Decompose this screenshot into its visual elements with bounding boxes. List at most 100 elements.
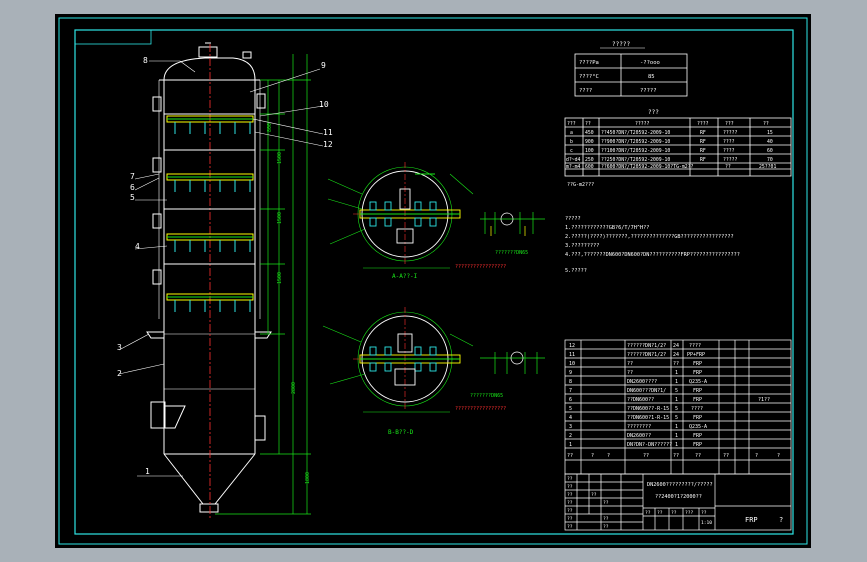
nozzle-header-3: ????? xyxy=(635,121,650,127)
nozzle-r4-std: ??250?DN?/T20592-2009-10 xyxy=(601,157,670,163)
part-label-8: 8 xyxy=(143,56,148,65)
part-r3-mat: Q235-A xyxy=(689,424,707,430)
section-a-dims xyxy=(327,173,474,269)
tb-scale-cell-2: ?? xyxy=(657,510,663,516)
part-r7-qty: 5 xyxy=(675,388,678,394)
note-line-3: 3.????????? xyxy=(565,243,599,249)
part-r10-mat: FRP xyxy=(693,361,702,367)
nozzle-r2-mark: b xyxy=(570,139,573,145)
nozzle-table-title: ??? xyxy=(648,109,659,116)
design-row-2-value: 85 xyxy=(648,74,655,80)
leader-lines xyxy=(118,60,324,477)
nozzle-r5-std: ??600?DN?/T20592-2009-10?TG-m2?? xyxy=(601,164,694,170)
nozzle-table: ??? ??? ?? ????? ???? ??? ?? a 450 ??450… xyxy=(564,109,792,188)
detail-a xyxy=(480,212,545,236)
tb-label-10: ?? xyxy=(567,524,573,530)
notes-title: ????? xyxy=(565,216,581,222)
part-r8-qty: 1 xyxy=(675,379,678,385)
tb-scale-cell-3: ?? xyxy=(671,510,677,516)
part-r6-no: 6 xyxy=(569,397,572,403)
part-r7-name: DN600???DN?1/ xyxy=(627,388,666,394)
drain-nozzle xyxy=(199,503,219,513)
design-row-3-value: ????? xyxy=(640,88,657,94)
design-row-3-label: ???? xyxy=(579,88,592,94)
nozzle-r5-dn: 600 xyxy=(585,164,594,170)
nozzle-r3-face: RF xyxy=(700,148,706,154)
tb-label-8: ?? xyxy=(567,516,573,522)
part-r4-name: ??DN600?1-R-15 xyxy=(627,415,669,421)
note-line-1: 1.????????????GB?6/T/7H^H?? xyxy=(565,225,649,231)
tb-label-6: ?? xyxy=(603,500,609,506)
part-r5-name: ??DN600??-R-15 xyxy=(627,406,669,412)
nozzle-r4-face: RF xyxy=(700,157,706,163)
part-label-3: 3 xyxy=(117,343,122,352)
section-b-sub: ????????????????? xyxy=(455,406,506,412)
tb-label-7: ?? xyxy=(567,508,573,514)
tb-label-4: ?? xyxy=(591,492,597,498)
part-label-11: 11 xyxy=(323,128,333,137)
parts-header-1: ?? xyxy=(567,453,573,459)
outer-frame xyxy=(58,17,808,545)
part-r11-qty: 24 xyxy=(673,352,679,358)
part-r6-mat: FRP xyxy=(693,397,702,403)
tb-ratio: 1:10 xyxy=(701,520,712,526)
cad-viewport[interactable]: 1500 1500 1500 2800 1800 800 8 9 10 11 1… xyxy=(55,14,811,548)
nozzle-r2-use: ???? xyxy=(723,139,735,145)
part-label-2: 2 xyxy=(117,369,122,378)
bottom-cone xyxy=(163,453,256,505)
part-r11-mat: PP+FRP xyxy=(687,352,705,358)
parts-list: 12 ??????DN?1/2? 24 ???? 11 ??????DN?1/2… xyxy=(564,339,792,475)
section-b-note: ???????DN65 xyxy=(470,393,503,399)
design-row-1-label: ????Pa xyxy=(579,60,599,66)
note-line-5: 5.????? xyxy=(565,268,587,274)
parts-header-9: ? xyxy=(777,453,780,459)
part-r1-qty: 1 xyxy=(675,442,678,448)
drawing-canvas[interactable]: 1500 1500 1500 2800 1800 800 8 9 10 11 1… xyxy=(55,14,811,548)
section-a-label: A-A??-I xyxy=(392,273,418,280)
section-b-label: B-B??-D xyxy=(388,429,414,436)
part-r9-mat: FRP xyxy=(693,370,702,376)
parts-header-7: ?? xyxy=(723,453,729,459)
svg-text:1500: 1500 xyxy=(277,152,283,164)
svg-text:1800: 1800 xyxy=(305,472,311,484)
design-table-title: ????? xyxy=(612,41,630,48)
nozzle-table-footnote: ??G-m2??? xyxy=(567,182,594,188)
elevation-dimensions xyxy=(215,54,311,515)
parts-header-2: ? xyxy=(591,453,594,459)
nozzle-header-1: ??? xyxy=(567,121,576,127)
nozzle-header-6: ?? xyxy=(763,121,769,127)
note-line-4: 4.???,???????DN600?DN600?DN??????????FRP… xyxy=(565,252,740,258)
tb-sheet: ? xyxy=(779,516,783,524)
nozzle-r4-mark: d?~d4 xyxy=(566,157,581,163)
part-r4-mat: FRP xyxy=(693,415,702,421)
part-r10-name: ?? xyxy=(627,361,633,367)
vessel-elevation xyxy=(146,42,272,519)
part-r6-name: ??DN600?? xyxy=(627,397,654,403)
part-r2-name: DN2600?? xyxy=(627,433,651,439)
part-r5-no: 5 xyxy=(569,406,572,412)
part-r8-mat: Q235-A xyxy=(689,379,707,385)
nozzle-r1-face: RF xyxy=(700,130,706,136)
nozzle-r2-qty: 40 xyxy=(767,139,773,145)
spray-level-4 xyxy=(164,263,255,312)
part-r6-remark: ?1?? xyxy=(758,397,770,403)
part-r11-name: ??????DN?1/2? xyxy=(627,352,666,358)
part-label-1: 1 xyxy=(145,467,150,476)
tb-scale-cell-5: ?? xyxy=(701,510,707,516)
nozzle-r5-qty: 25??01 xyxy=(759,164,776,170)
nozzle-header-4: ???? xyxy=(697,121,709,127)
tb-label-9: ?? xyxy=(603,516,609,522)
part-r12-name: ??????DN?1/2? xyxy=(627,343,666,349)
nozzle-r3-dn: 100 xyxy=(585,148,594,154)
part-r7-mat: FRP xyxy=(693,388,702,394)
part-r1-no: 1 xyxy=(569,442,572,448)
vessel-top-head xyxy=(163,57,256,81)
part-label-6: 6 xyxy=(130,183,135,192)
note-line-2: 2.?????(????)???????,??????????????GB???… xyxy=(565,234,734,240)
part-r6-qty: 1 xyxy=(675,397,678,403)
part-r10-no: 10 xyxy=(569,361,575,367)
tb-scale-cell-4: ??? xyxy=(685,510,694,516)
part-r8-no: 8 xyxy=(569,379,572,385)
section-b-view xyxy=(353,307,461,411)
nozzle-r2-face: RF xyxy=(700,139,706,145)
